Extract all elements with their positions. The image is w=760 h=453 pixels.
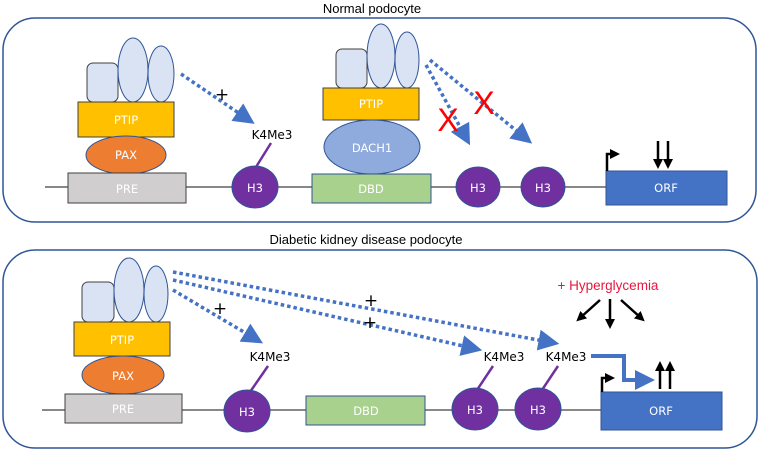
ptip-box	[77, 101, 175, 138]
panel-border-normal	[2, 17, 757, 223]
k4me3-label: K4Me3	[484, 350, 525, 364]
histone-h3-label: H3	[239, 405, 255, 419]
histone-h3-label: H3	[470, 181, 486, 195]
methylation-arrow	[172, 288, 264, 344]
panel-title-normal: Normal podocyte	[323, 1, 421, 16]
stimulus-arrow-icon	[576, 299, 601, 322]
ptip-box	[322, 87, 420, 121]
blocked-methylation-arrow	[428, 58, 533, 144]
pax-label: PAX	[112, 369, 134, 383]
histone-tail	[254, 142, 273, 168]
histone-h3	[223, 389, 271, 433]
histone-h3-label: H3	[530, 403, 546, 417]
activation-plus: +	[213, 299, 227, 319]
pre-label: PRE	[112, 402, 134, 416]
histone-h3	[520, 166, 566, 208]
histone-tail	[475, 365, 495, 391]
blocked-methylation-arrow	[424, 64, 471, 146]
orf-box	[600, 391, 723, 431]
histone-h3-label: H3	[467, 403, 483, 417]
histone-h3	[451, 387, 499, 431]
histone-h3	[514, 387, 562, 431]
activation-plus: +	[215, 85, 229, 105]
methylation-arrow	[172, 270, 560, 351]
complex-subunit-ellipse	[147, 45, 175, 103]
dach1-label: DACH1	[352, 141, 392, 155]
orf-label: ORF	[654, 181, 678, 195]
orf-box	[605, 170, 728, 206]
tss-arrow-icon	[605, 149, 620, 171]
ptip-label: PTIP	[114, 113, 138, 127]
ptip-pax-complex: PTIP PAX PRE	[64, 257, 183, 424]
activation-arrow	[591, 354, 655, 390]
panel-title-dkd: Diabetic kidney disease podocyte	[270, 232, 463, 247]
block-x-icon: X	[437, 102, 458, 138]
complex-subunit-ellipse	[394, 31, 420, 89]
stimulus-arrow-icon	[620, 299, 645, 322]
complex-subunit-ellipse	[143, 265, 169, 323]
k4me3-label: K4Me3	[250, 350, 291, 364]
panel-border-dkd	[2, 249, 758, 449]
histone-tail	[540, 365, 560, 391]
histone-h3-label: H3	[535, 181, 551, 195]
ptip-pax-complex: PTIP PAX PRE	[67, 37, 187, 204]
methylation-arrow	[180, 72, 255, 124]
ptip-box	[73, 321, 171, 357]
methylation-arrow	[172, 278, 483, 356]
histone-h3-label: H3	[247, 181, 263, 195]
tss-arrow-icon	[600, 373, 615, 392]
k4me3-label: K4Me3	[546, 350, 587, 364]
pre-box	[64, 393, 183, 424]
block-x-icon: X	[473, 85, 494, 121]
panel-normal: Normal podocyte PTIP PAX PRE K4Me3 H3 +	[2, 1, 757, 223]
complex-subunit-square	[81, 281, 115, 323]
complex-subunit-ellipse	[366, 23, 396, 89]
orf-label: ORF	[649, 404, 673, 418]
pre-label: PRE	[116, 182, 138, 196]
dbd-label: DBD	[358, 182, 384, 196]
histone-h3	[455, 166, 501, 208]
activation-plus: +	[363, 313, 377, 333]
ptip-label: PTIP	[110, 333, 134, 347]
complex-subunit-square	[86, 62, 119, 103]
dbd-box	[305, 395, 426, 426]
activation-plus: +	[364, 291, 378, 311]
dbd-box	[311, 173, 432, 204]
k4me3-label: K4Me3	[252, 128, 293, 142]
pre-box	[67, 172, 187, 204]
pax-label: PAX	[115, 148, 137, 162]
ptip-label: PTIP	[359, 97, 383, 111]
ptip-dach1-complex: PTIP DACH1 DBD	[311, 23, 432, 204]
dbd-label: DBD	[353, 404, 379, 418]
histone-h3	[231, 165, 279, 209]
complex-subunit-square	[335, 48, 368, 89]
complex-subunit-ellipse	[113, 257, 145, 323]
hyperglycemia-label: + Hyperglycemia	[558, 278, 659, 293]
histone-tail	[248, 365, 270, 393]
complex-subunit-ellipse	[117, 37, 149, 103]
panel-dkd: Diabetic kidney disease podocyte PTIP PA…	[2, 232, 758, 449]
